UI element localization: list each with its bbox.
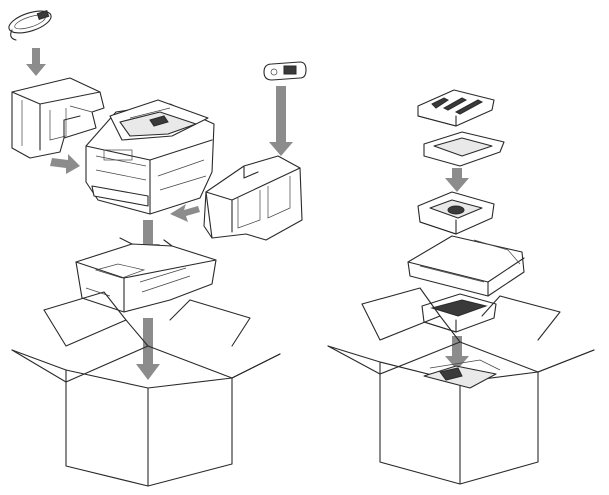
document-tray xyxy=(417,89,495,127)
arrow-toner-down xyxy=(445,336,469,370)
cardboard-tray xyxy=(407,235,525,297)
paper-tray-cover xyxy=(423,131,505,167)
open-box-right xyxy=(327,287,595,485)
arrow-cover-down xyxy=(445,168,469,192)
arrow-cord2-down xyxy=(269,86,293,156)
arrow-cord-down xyxy=(26,48,46,76)
bottom-foam-tray xyxy=(75,237,217,313)
fax-machine xyxy=(85,99,215,215)
right-foam-cushion xyxy=(203,155,303,241)
open-box-left xyxy=(11,291,281,487)
arrow-cushion-right xyxy=(50,154,80,174)
arrow-cushion-left xyxy=(170,204,200,222)
toner-cartridge xyxy=(421,293,497,333)
drum-cartridge xyxy=(417,191,495,235)
right-assembly xyxy=(327,89,595,485)
arrow-tray-down xyxy=(136,318,160,380)
left-assembly xyxy=(8,9,307,487)
phone-cord xyxy=(263,61,307,81)
cord-bundle xyxy=(8,9,52,41)
left-foam-cushion xyxy=(11,77,105,159)
